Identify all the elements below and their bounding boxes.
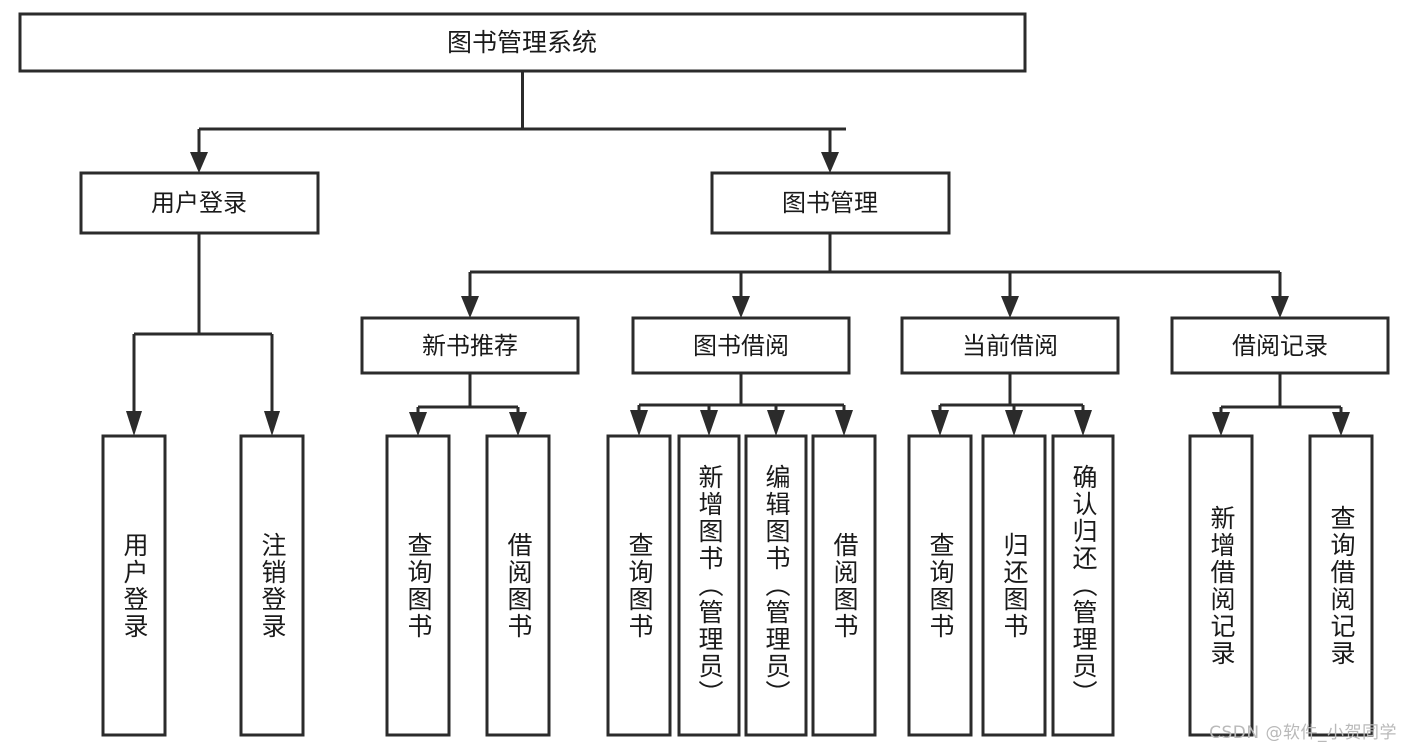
leaf-return-book-label-wrap: 归还图书 <box>1000 531 1029 640</box>
arrow-current-l2 <box>1005 410 1023 436</box>
arrow-bookmgmt-c4 <box>1271 296 1289 318</box>
leaf-edit-book-admin-box[interactable] <box>744 434 808 737</box>
leaf-query-book-newbook-label: 查询图书 <box>404 531 433 640</box>
arrow-borrow-l4 <box>835 410 853 436</box>
leaf-return-book-box[interactable] <box>981 434 1047 737</box>
leaf-query-book-borrow-label: 查询图书 <box>625 531 654 640</box>
node-borrow-record-label: 借阅记录 <box>1232 332 1328 360</box>
leaf-borrow-book-borrow[interactable]: 借阅图书 <box>811 434 877 737</box>
leaf-logout-label: 注销登录 <box>258 531 287 640</box>
leaf-borrow-book-borrow-box[interactable] <box>811 434 877 737</box>
leaf-borrow-book-borrow-label-wrap: 借阅图书 <box>830 531 859 640</box>
leaf-edit-book-admin[interactable]: 编辑图书（管理员） <box>744 432 808 739</box>
connector-group <box>126 71 1350 436</box>
arrow-newbook-l1 <box>409 412 427 436</box>
leaf-confirm-return-admin-label: 确认归还（管理员） <box>1069 464 1098 707</box>
leaf-return-book-label: 归还图书 <box>1000 531 1029 640</box>
node-book-borrow[interactable]: 图书借阅 <box>631 316 851 375</box>
node-user-login[interactable]: 用户登录 <box>79 171 320 235</box>
node-user-login-label: 用户登录 <box>151 189 247 217</box>
leaf-query-borrow-record[interactable]: 查询借阅记录 <box>1308 434 1374 737</box>
leaf-edit-book-admin-label: 编辑图书（管理员） <box>762 464 791 707</box>
node-root-box[interactable] <box>18 12 1027 73</box>
leaf-logout[interactable]: 注销登录 <box>239 434 305 737</box>
node-new-book-recommend-box[interactable] <box>360 316 580 375</box>
arrow-borrow-l3 <box>767 410 785 436</box>
leaf-borrow-book-newbook[interactable]: 借阅图书 <box>485 434 551 737</box>
node-book-management-label: 图书管理 <box>782 189 878 217</box>
leaf-query-book-borrow-box[interactable] <box>606 434 672 737</box>
leaf-edit-book-admin-label-wrap: 编辑图书（管理员） <box>762 464 791 707</box>
leaf-logout-label-wrap: 注销登录 <box>258 531 287 640</box>
leaf-user-login[interactable]: 用户登录 <box>101 434 167 737</box>
arrow-current-l3 <box>1074 410 1092 436</box>
leaf-add-book-admin-box[interactable] <box>677 434 741 737</box>
leaf-confirm-return-admin-label-wrap: 确认归还（管理员） <box>1069 464 1098 707</box>
leaf-add-book-admin-label: 新增图书（管理员） <box>695 464 724 707</box>
leaf-return-book[interactable]: 归还图书 <box>981 434 1047 737</box>
arrow-borrow-l1 <box>630 410 648 436</box>
leaf-logout-box[interactable] <box>239 434 305 737</box>
arrow-borrow-l2 <box>700 410 718 436</box>
leaf-add-book-admin[interactable]: 新增图书（管理员） <box>677 432 741 739</box>
node-user-login-box[interactable] <box>79 171 320 235</box>
leaf-query-book-current-label: 查询图书 <box>926 531 955 640</box>
leaf-query-book-borrow-label-wrap: 查询图书 <box>625 531 654 640</box>
leaf-confirm-return-admin-box[interactable] <box>1051 434 1115 737</box>
leaf-add-borrow-record-label: 新增借阅记录 <box>1207 504 1236 667</box>
node-book-management[interactable]: 图书管理 <box>710 171 951 235</box>
leaf-add-borrow-record-box[interactable] <box>1188 434 1254 737</box>
node-book-management-box[interactable] <box>710 171 951 235</box>
leaf-add-borrow-record[interactable]: 新增借阅记录 <box>1188 434 1254 737</box>
leaf-borrow-book-borrow-label: 借阅图书 <box>830 531 859 640</box>
node-current-borrow[interactable]: 当前借阅 <box>900 316 1120 375</box>
leaf-query-book-newbook-label-wrap: 查询图书 <box>404 531 433 640</box>
leaf-query-book-borrow[interactable]: 查询图书 <box>606 434 672 737</box>
arrow-root-to-book-mgmt <box>821 152 839 173</box>
leaf-query-book-current[interactable]: 查询图书 <box>907 434 973 737</box>
arrow-root-to-user-login <box>190 152 208 173</box>
node-new-book-recommend[interactable]: 新书推荐 <box>360 316 580 375</box>
node-book-borrow-box[interactable] <box>631 316 851 375</box>
arrow-userlogin-l2 <box>264 411 280 436</box>
leaf-user-login-label: 用户登录 <box>120 531 149 640</box>
node-borrow-record-box[interactable] <box>1170 316 1390 375</box>
node-current-borrow-box[interactable] <box>900 316 1120 375</box>
arrow-bookmgmt-c1 <box>461 296 479 318</box>
leaf-query-borrow-record-box[interactable] <box>1308 434 1374 737</box>
leaf-query-book-current-box[interactable] <box>907 434 973 737</box>
node-current-borrow-label: 当前借阅 <box>962 332 1058 360</box>
arrow-bookmgmt-c3 <box>1001 296 1019 318</box>
arrow-record-l2 <box>1332 412 1350 436</box>
arrow-current-l1 <box>931 410 949 436</box>
leaf-borrow-book-newbook-box[interactable] <box>485 434 551 737</box>
leaf-query-borrow-record-label: 查询借阅记录 <box>1327 504 1356 667</box>
node-new-book-recommend-label: 新书推荐 <box>422 332 518 360</box>
arrow-newbook-l2 <box>509 412 527 436</box>
node-root[interactable]: 图书管理系统 <box>18 12 1027 73</box>
leaf-query-borrow-record-label-wrap: 查询借阅记录 <box>1327 504 1356 667</box>
leaf-query-book-newbook[interactable]: 查询图书 <box>385 434 451 737</box>
node-book-borrow-label: 图书借阅 <box>693 332 789 360</box>
leaf-query-book-newbook-box[interactable] <box>385 434 451 737</box>
arrow-bookmgmt-c2 <box>732 296 750 318</box>
leaf-borrow-book-newbook-label-wrap: 借阅图书 <box>504 531 533 640</box>
leaf-user-login-label-wrap: 用户登录 <box>120 531 149 640</box>
leaf-query-book-current-label-wrap: 查询图书 <box>926 531 955 640</box>
node-root-label: 图书管理系统 <box>447 28 597 57</box>
leaf-user-login-box[interactable] <box>101 434 167 737</box>
leaf-borrow-book-newbook-label: 借阅图书 <box>504 531 533 640</box>
leaf-add-borrow-record-label-wrap: 新增借阅记录 <box>1207 504 1236 667</box>
node-borrow-record[interactable]: 借阅记录 <box>1170 316 1390 375</box>
arrow-record-l1 <box>1212 412 1230 436</box>
leaf-confirm-return-admin[interactable]: 确认归还（管理员） <box>1051 432 1115 739</box>
leaf-add-book-admin-label-wrap: 新增图书（管理员） <box>695 464 724 707</box>
arrow-userlogin-l1 <box>126 411 142 436</box>
